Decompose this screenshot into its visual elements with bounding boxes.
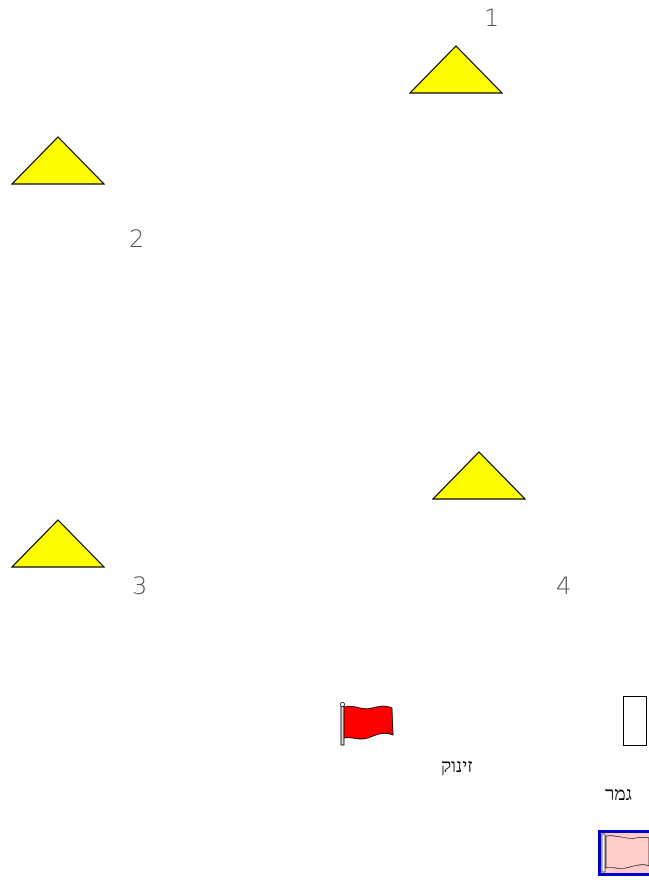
pink-flag-icon: [598, 830, 649, 876]
cone-2-triangle: [11, 136, 105, 185]
finish-box: [623, 696, 647, 746]
cone-label-2: 2: [129, 225, 145, 253]
cone-2: [11, 136, 105, 185]
red-flag-icon: [338, 702, 396, 746]
cone-1: [409, 45, 503, 94]
cone-1-triangle: [409, 45, 503, 94]
cone-4: [432, 451, 526, 500]
cone-4-triangle: [432, 451, 526, 500]
cone-3-triangle: [11, 519, 105, 568]
cone-label-3: 3: [132, 572, 148, 600]
finish-label: גמר: [605, 783, 632, 805]
cone-label-4: 4: [556, 572, 572, 600]
cone-3: [11, 519, 105, 568]
start-label: זינוק: [441, 755, 473, 777]
cone-label-1: 1: [484, 4, 500, 32]
